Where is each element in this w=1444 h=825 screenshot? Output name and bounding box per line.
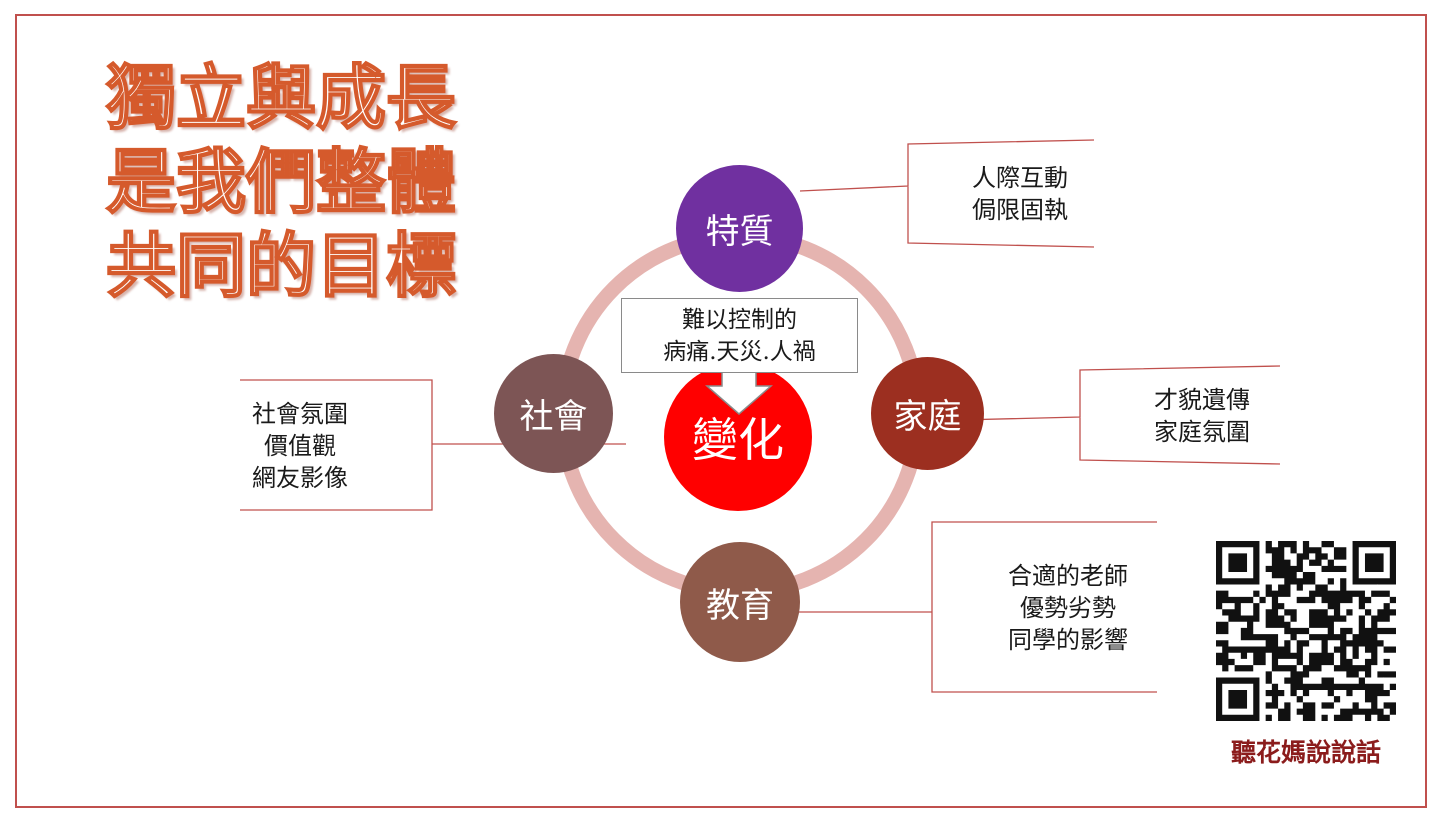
note-education-line-1: 合適的老師 xyxy=(1008,562,1128,590)
callout-line-1: 難以控制的 xyxy=(682,306,797,333)
center-node-change: 變化 xyxy=(664,363,812,511)
callout-box: 難以控制的 病痛.天災.人禍 xyxy=(621,298,858,373)
node-education-label: 教育 xyxy=(706,585,774,626)
node-trait-label: 特質 xyxy=(705,212,774,252)
note-trait-line-1: 人際互動 xyxy=(972,164,1068,192)
title-line-1: 獨立與成長 xyxy=(105,56,457,140)
education-brace xyxy=(770,521,1157,693)
title-line-3: 共同的目標 xyxy=(105,224,457,308)
note-trait: 人際互動 侷限固執 xyxy=(972,162,1068,226)
node-family: 家庭 xyxy=(871,357,984,470)
node-trait: 特質 xyxy=(676,165,803,292)
note-family-line-2: 家庭氛圍 xyxy=(1154,418,1250,446)
callout-line-2: 病痛.天災.人禍 xyxy=(663,338,816,365)
brand-label: 聽花媽說說話 xyxy=(1230,738,1381,767)
note-trait-line-2: 侷限固執 xyxy=(972,196,1068,224)
slide-title: 獨立與成長 是我們整體 共同的目標 xyxy=(105,56,486,308)
trait-brace xyxy=(799,139,1095,248)
node-society-label: 社會 xyxy=(519,397,588,437)
note-society-line-2: 價值觀 xyxy=(264,432,336,460)
node-education: 教育 xyxy=(680,542,800,662)
qr-modules xyxy=(1216,541,1396,721)
center-node-label: 變化 xyxy=(692,413,784,467)
note-society: 社會氛圍 價值觀 網友影像 xyxy=(252,398,348,494)
title-line-2: 是我們整體 xyxy=(105,140,457,224)
note-education-line-3: 同學的影響 xyxy=(1008,626,1128,654)
node-family-label: 家庭 xyxy=(893,397,962,437)
note-family: 才貌遺傳 家庭氛圍 xyxy=(1154,384,1250,448)
note-society-line-1: 社會氛圍 xyxy=(252,400,348,428)
node-society: 社會 xyxy=(494,354,613,473)
note-family-line-1: 才貌遺傳 xyxy=(1154,386,1250,414)
qr-code[interactable] xyxy=(1216,541,1396,721)
slide-frame xyxy=(15,14,1427,808)
note-society-line-3: 網友影像 xyxy=(252,464,348,492)
note-education: 合適的老師 優勢劣勢 同學的影響 xyxy=(1008,560,1128,656)
note-education-line-2: 優勢劣勢 xyxy=(1020,594,1116,622)
